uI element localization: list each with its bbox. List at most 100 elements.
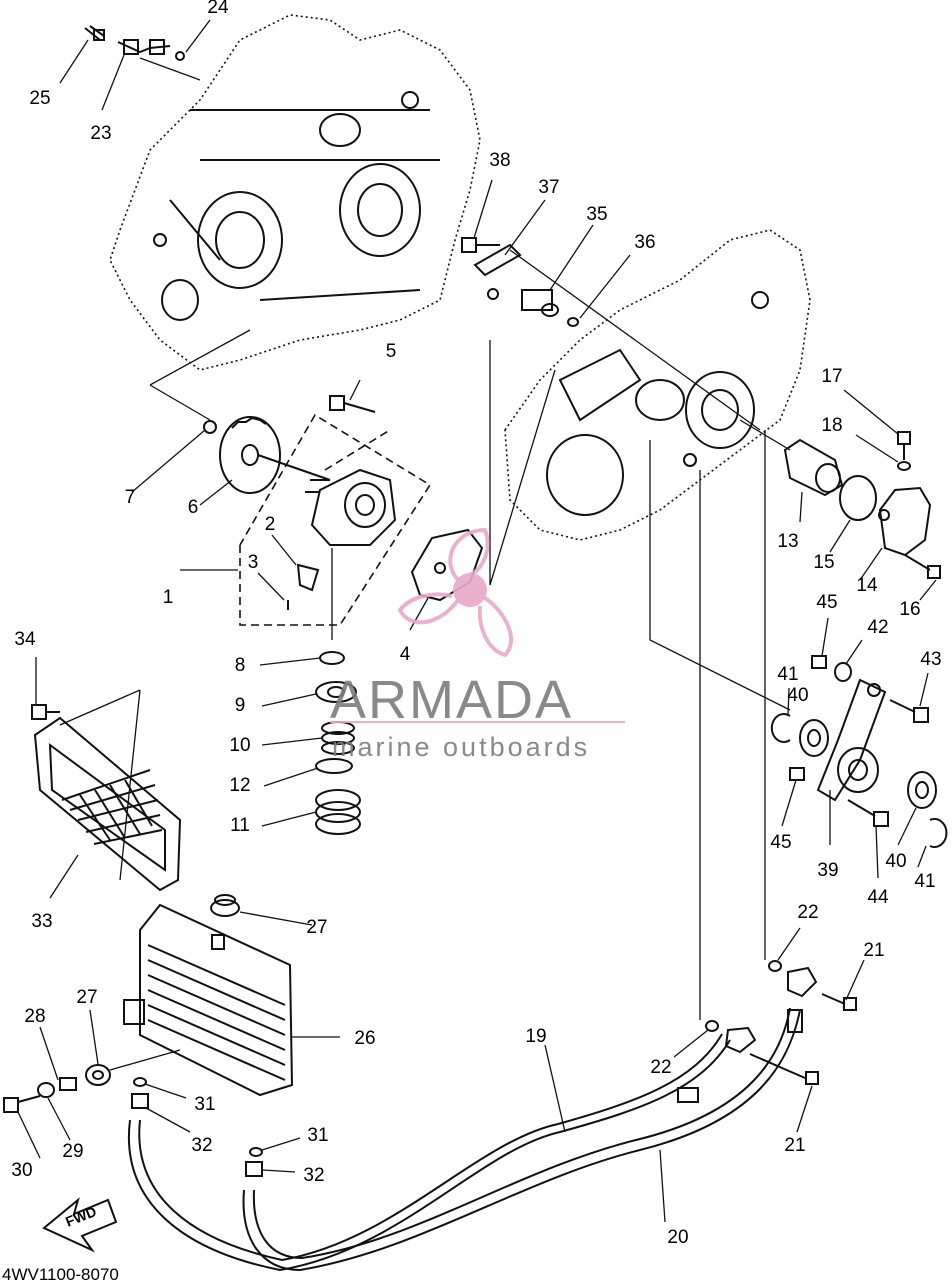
grommet-27a bbox=[210, 894, 240, 917]
part-label: 45 bbox=[770, 832, 791, 853]
collar-45a bbox=[811, 655, 827, 669]
part-labels: 1 2 3 4 5 6 7 8 9 10 11 12 13 14 15 16 1… bbox=[11, 0, 941, 1248]
o-ring-31b bbox=[249, 1147, 263, 1157]
part-label: 38 bbox=[489, 150, 510, 171]
part-label: 6 bbox=[188, 497, 199, 518]
shaft bbox=[257, 454, 331, 481]
circlip-7 bbox=[203, 420, 217, 434]
bracket-2 bbox=[296, 563, 320, 592]
part-label: 21 bbox=[863, 940, 884, 961]
part-label: 41 bbox=[777, 664, 798, 685]
collar-28 bbox=[59, 1077, 77, 1091]
part-label: 17 bbox=[821, 366, 842, 387]
part-label: 32 bbox=[191, 1135, 212, 1156]
part-label: 45 bbox=[816, 592, 837, 613]
part-label: 31 bbox=[307, 1125, 328, 1146]
part-label: 29 bbox=[62, 1141, 83, 1162]
part-label: 35 bbox=[586, 204, 607, 225]
part-label: 19 bbox=[525, 1026, 546, 1047]
part-label: 9 bbox=[235, 695, 246, 716]
gear-6 bbox=[219, 416, 281, 494]
part-label: 40 bbox=[787, 685, 808, 706]
part-label: 4 bbox=[400, 644, 411, 665]
part-label: 15 bbox=[813, 552, 834, 573]
o-ring-31a bbox=[133, 1077, 147, 1087]
bolt-21a bbox=[821, 993, 857, 1011]
cooler-26 bbox=[123, 903, 294, 1097]
union-32a bbox=[131, 1093, 149, 1109]
part-label: 18 bbox=[821, 415, 842, 436]
watermark: ARMADA marine outboards bbox=[330, 527, 625, 762]
crankcase-right bbox=[504, 229, 811, 541]
part-label: 43 bbox=[920, 649, 941, 670]
part-label: 36 bbox=[634, 232, 655, 253]
pipe-19 bbox=[127, 1033, 731, 1272]
grommet-27b bbox=[85, 1064, 111, 1086]
pipe-35 bbox=[521, 289, 559, 317]
bearing-40a bbox=[799, 719, 829, 757]
part-label: 32 bbox=[303, 1165, 324, 1186]
part-label: 24 bbox=[207, 0, 229, 18]
washer-29 bbox=[37, 1082, 55, 1098]
circlip-41a bbox=[770, 713, 791, 743]
fwd-arrow: FWD bbox=[42, 1197, 118, 1253]
part-label: 20 bbox=[667, 1227, 688, 1248]
o-ring-22a bbox=[768, 960, 782, 972]
part-label: 11 bbox=[230, 815, 250, 836]
bolt-34 bbox=[31, 704, 60, 720]
washer-42 bbox=[834, 662, 852, 682]
bolt-21b bbox=[749, 1053, 819, 1085]
part-label: 12 bbox=[229, 775, 250, 796]
propeller-logo bbox=[397, 527, 513, 658]
washer-18 bbox=[897, 461, 911, 471]
bolt-43 bbox=[889, 699, 929, 723]
bolt-5 bbox=[329, 395, 376, 413]
part-label: 28 bbox=[24, 1006, 45, 1027]
cover-14 bbox=[878, 486, 932, 557]
part-label: 14 bbox=[856, 575, 878, 596]
cover-33 bbox=[33, 716, 182, 892]
bolt-44 bbox=[847, 799, 889, 827]
pipe-20 bbox=[242, 1007, 803, 1272]
part-label: 16 bbox=[899, 599, 920, 620]
bolt-16 bbox=[904, 554, 941, 579]
part-label: 21 bbox=[784, 1135, 805, 1156]
watermark-brand: ARMADA bbox=[330, 670, 573, 730]
bracket-39 bbox=[816, 678, 887, 802]
part-label: 7 bbox=[125, 487, 136, 508]
o-ring-15 bbox=[839, 475, 877, 521]
part-label: 27 bbox=[76, 987, 97, 1008]
part-label: 33 bbox=[31, 911, 52, 932]
leader-lines bbox=[17, 19, 937, 1223]
part-label: 5 bbox=[386, 341, 397, 362]
part-label: 1 bbox=[163, 587, 174, 608]
fitting-right-a bbox=[724, 1026, 757, 1054]
part-label: 25 bbox=[29, 88, 50, 109]
part-label: 10 bbox=[229, 735, 250, 756]
part-label: 34 bbox=[14, 629, 36, 650]
part-label: 22 bbox=[797, 902, 818, 923]
part-label: 2 bbox=[265, 514, 276, 535]
part-label: 26 bbox=[354, 1028, 375, 1049]
stack-9 bbox=[315, 681, 357, 703]
drawing-code: 4WV1100-8070 bbox=[2, 1265, 119, 1284]
plate-37 bbox=[473, 243, 522, 300]
part-label: 3 bbox=[248, 552, 259, 573]
part-label: 42 bbox=[867, 617, 888, 638]
o-ring-24 bbox=[175, 51, 185, 61]
part-label: 30 bbox=[11, 1160, 32, 1181]
bolt-25 bbox=[84, 25, 105, 41]
pump-assembly-outline bbox=[239, 413, 432, 626]
o-ring-36 bbox=[567, 317, 579, 327]
part-label: 37 bbox=[538, 177, 559, 198]
part-label: 44 bbox=[867, 887, 889, 908]
o-ring-12 bbox=[315, 758, 353, 774]
pump-body bbox=[305, 468, 397, 546]
watermark-tagline: marine outboards bbox=[332, 732, 590, 762]
part-label: 22 bbox=[650, 1057, 671, 1078]
bolt-30 bbox=[3, 1095, 41, 1113]
circlip-41b bbox=[929, 818, 948, 848]
union-32b bbox=[245, 1161, 263, 1177]
union-23 bbox=[117, 39, 171, 55]
